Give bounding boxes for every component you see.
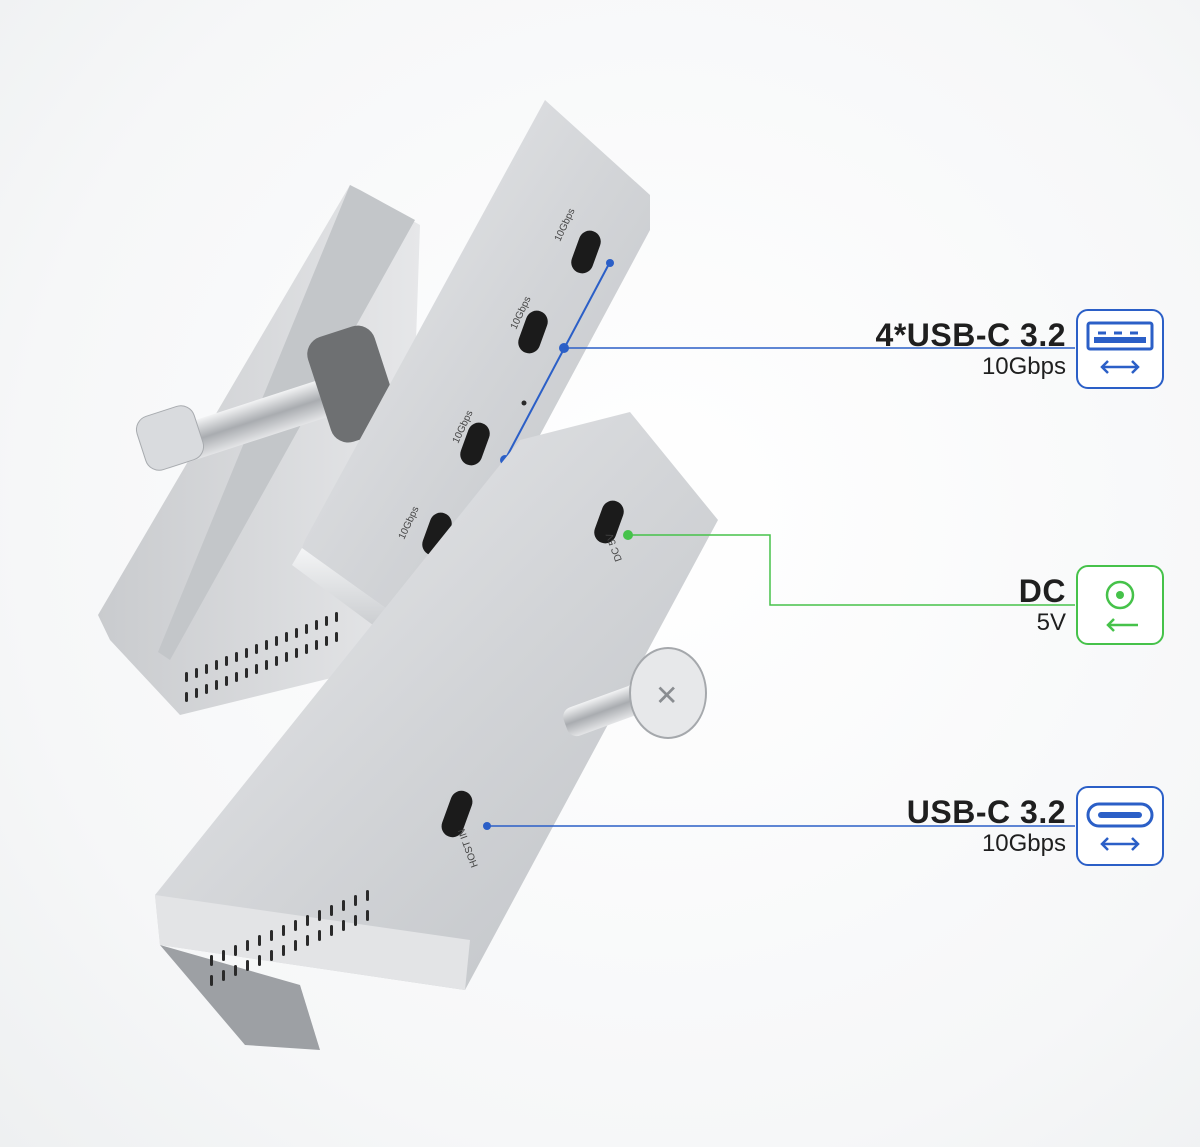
- lower-vent: [210, 890, 369, 986]
- upper-vent: [185, 612, 338, 702]
- host-in-port: [441, 790, 473, 838]
- upper-screw-knob: [135, 405, 205, 471]
- upper-screw: [150, 367, 375, 469]
- lower-screw-knob: [629, 647, 707, 739]
- callout-usb-c-ports-text: 4*USB-C 3.2 10Gbps: [876, 317, 1066, 381]
- lower-clamp-top: [155, 412, 718, 990]
- callout-usb-c-ports-subtitle: 10Gbps: [981, 353, 1066, 380]
- usb-a-port-bidirectional-icon: [1076, 309, 1164, 389]
- bracket-dot-top: [606, 259, 614, 267]
- callout-dc-input-text: DC 5V: [886, 573, 1066, 637]
- callout-dc-input-title: DC: [1018, 573, 1066, 609]
- callout-usb-c-ports-title: 4*USB-C 3.2: [875, 317, 1066, 353]
- dc-power-input-icon: [1076, 565, 1164, 645]
- callout-host-in: USB-C 3.2 10Gbps: [886, 786, 1164, 866]
- callout-host-in-text: USB-C 3.2 10Gbps: [886, 794, 1066, 858]
- port-plate-face: [302, 100, 650, 640]
- usb-c-port-3: [460, 422, 490, 466]
- host-in-callout-dot: [483, 822, 491, 830]
- usb-c-port-2: [518, 310, 548, 354]
- led-indicator: [521, 400, 527, 406]
- callout-host-in-subtitle: 10Gbps: [981, 830, 1066, 857]
- dc-callout-dot: [623, 530, 633, 540]
- callout-usb-c-ports: 4*USB-C 3.2 10Gbps: [876, 309, 1164, 389]
- lower-clamp-foot: [160, 945, 320, 1050]
- usb-c-port-bidirectional-icon: [1076, 786, 1164, 866]
- lower-clamp: DC 5V HOST IN ✕: [155, 412, 718, 1050]
- callout-host-in-title: USB-C 3.2: [906, 794, 1066, 830]
- callout-dc-input: DC 5V: [886, 565, 1164, 645]
- usb-c-port-1: [571, 230, 601, 274]
- brand-logo-mark: ✕: [655, 679, 678, 712]
- lower-clamp-lip: [155, 895, 470, 990]
- callout-dc-input-subtitle: 5V: [1036, 609, 1066, 636]
- dc-port: [594, 500, 624, 544]
- dc-callout-line: [628, 534, 1075, 606]
